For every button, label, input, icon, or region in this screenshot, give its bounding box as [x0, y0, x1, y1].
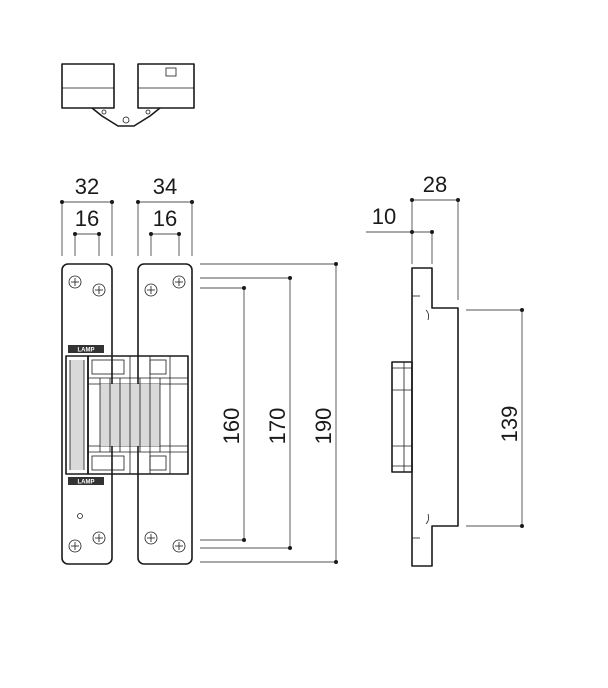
- side-view-cup: [391, 361, 413, 473]
- dimension-139: 139: [466, 308, 524, 528]
- dimension-190: 190: [200, 262, 338, 564]
- screw-icon: [92, 531, 106, 545]
- side-view: [391, 267, 459, 567]
- dimension-label: 16: [75, 206, 99, 231]
- logo-plate-top: [68, 345, 104, 353]
- dimension-160: 160: [200, 286, 246, 542]
- dimension-170: 170: [200, 276, 292, 550]
- dimension-label: 139: [497, 406, 522, 443]
- screw-icon: [68, 275, 82, 289]
- side-view-body: [411, 267, 459, 567]
- screw-icon: [68, 539, 82, 553]
- top-view-left-block: [61, 63, 115, 109]
- screw-icon: [172, 275, 186, 289]
- front-view: LAMP LAMP: [61, 263, 193, 565]
- dimension-label: 10: [372, 204, 396, 229]
- dimension-28: 28: [410, 172, 460, 300]
- dimension-16-right: 16: [149, 206, 181, 256]
- dimension-label: 16: [153, 206, 177, 231]
- dimension-label: 28: [423, 172, 447, 197]
- dimension-34: 34: [136, 174, 194, 256]
- dimension-label: 190: [311, 408, 336, 445]
- logo-plate-bottom: [68, 477, 104, 485]
- top-view: [61, 63, 195, 127]
- dimension-label: 32: [75, 174, 99, 199]
- dimension-10: 10: [366, 204, 434, 264]
- dimension-label: 160: [219, 408, 244, 445]
- screw-icon: [144, 283, 158, 297]
- screw-icon: [92, 283, 106, 297]
- dimension-32: 32: [60, 174, 114, 256]
- top-view-right-block: [137, 63, 195, 109]
- dimension-16-left: 16: [73, 206, 101, 256]
- logo-text-bottom: LAMP: [78, 480, 95, 486]
- dimension-label: 170: [265, 408, 290, 445]
- logo-text-top: LAMP: [78, 348, 95, 354]
- screw-icon: [172, 539, 186, 553]
- hinge-mechanism: [87, 355, 189, 475]
- dimension-label: 34: [153, 174, 177, 199]
- screw-icon: [144, 531, 158, 545]
- top-view-arm: [91, 107, 161, 127]
- adjust-hole-icon: [77, 513, 83, 519]
